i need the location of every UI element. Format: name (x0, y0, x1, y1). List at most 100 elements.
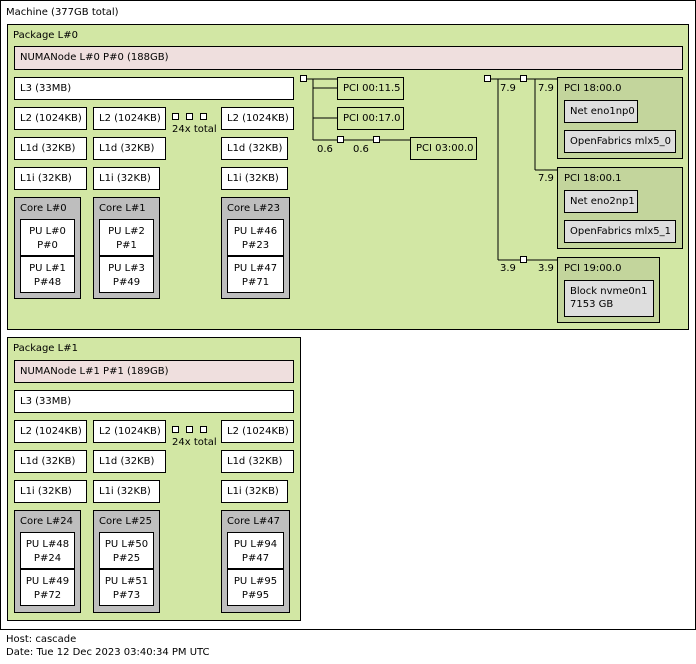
date-label: Date: Tue 12 Dec 2023 03:40:34 PM UTC (6, 647, 210, 658)
l2-cache (14, 107, 87, 130)
l1d-cache-label: L1d (32KB) (99, 143, 155, 154)
core-label: Core L#23 (227, 203, 280, 214)
pu-box (99, 532, 154, 569)
l1i-cache (93, 167, 160, 190)
pci-device-label: PCI 18:00.0 (564, 83, 622, 94)
openfabrics-device (564, 130, 676, 153)
network-device (564, 100, 638, 123)
pci-bridge-icon (520, 256, 527, 263)
pu-box (20, 532, 75, 569)
pci-device (337, 77, 404, 100)
host-bridge-icon (484, 75, 491, 82)
host-bridge-icon (300, 75, 307, 82)
l1d-cache (14, 137, 87, 160)
pu-box (20, 569, 75, 606)
link-speed-label: 3.9 (500, 263, 516, 274)
pu-box (227, 219, 284, 256)
pu-box (99, 569, 154, 606)
l1i-cache (221, 480, 288, 503)
machine-title: Machine (377GB total) (6, 7, 119, 18)
total-count: 24x total (172, 124, 217, 135)
link-speed-label: 0.6 (353, 144, 369, 155)
total-count: 24x total (172, 437, 217, 448)
link-speed-label: 7.9 (500, 83, 516, 94)
pci-device-label: PCI 00:17.0 (343, 113, 401, 124)
collapsed-indicator (200, 113, 207, 120)
pu-label: PU L#3 (108, 263, 145, 274)
pu-os-index: P#73 (112, 590, 141, 601)
l1i-cache (93, 480, 160, 503)
l1d-cache-label: L1d (32KB) (227, 143, 283, 154)
openfabrics-device (564, 220, 676, 243)
package-0-title: Package L#0 (13, 30, 78, 41)
pci-device (410, 137, 477, 160)
l1d-cache-label: L1d (32KB) (20, 143, 76, 154)
numa-node-0-label: NUMANode L#0 P#0 (188GB) (20, 52, 169, 63)
l1d-cache (93, 450, 166, 473)
openfabrics-device-label: OpenFabrics mlx5_1 (570, 226, 671, 237)
l3-cache-1 (14, 390, 294, 413)
pu-label: PU L#1 (29, 263, 66, 274)
pu-os-index: P#1 (116, 240, 137, 251)
l1i-cache-label: L1i (32KB) (227, 173, 279, 184)
pu-label: PU L#49 (25, 576, 70, 587)
l2-cache-label: L2 (1024KB) (99, 426, 161, 437)
l1i-cache (14, 480, 87, 503)
l1i-cache-label: L1i (32KB) (20, 486, 72, 497)
host-label: Host: cascade (6, 634, 77, 645)
l2-cache (221, 107, 294, 130)
numa-node-0 (14, 46, 683, 70)
l1i-cache-label: L1i (32KB) (99, 173, 151, 184)
pu-label: PU L#0 (29, 226, 66, 237)
l1d-cache (221, 137, 288, 160)
core-label: Core L#24 (20, 516, 73, 527)
openfabrics-device-label: OpenFabrics mlx5_0 (570, 136, 671, 147)
pu-os-index: P#47 (241, 553, 270, 564)
collapsed-indicator (200, 426, 207, 433)
pci-bridge-icon (520, 75, 527, 82)
l3-cache-0 (14, 77, 294, 100)
pu-os-index: P#48 (33, 277, 62, 288)
block-device-size: 7153 GB (570, 299, 614, 310)
pu-box (227, 256, 284, 293)
l3-cache-1-label: L3 (33MB) (20, 396, 72, 407)
core-label: Core L#0 (20, 203, 67, 214)
pu-os-index: P#72 (33, 590, 62, 601)
l1d-cache (14, 450, 87, 473)
pci-device (337, 107, 404, 130)
l2-cache-label: L2 (1024KB) (20, 113, 82, 124)
l1i-cache (14, 167, 87, 190)
l1i-cache (221, 167, 288, 190)
collapsed-indicator (172, 426, 179, 433)
core-label: Core L#25 (99, 516, 152, 527)
pu-box (227, 569, 284, 606)
collapsed-indicator (186, 113, 193, 120)
link-speed-label: 7.9 (538, 173, 554, 184)
pu-label: PU L#95 (233, 576, 278, 587)
pci-device-label: PCI 19:00.0 (564, 263, 622, 274)
l1d-cache (221, 450, 294, 473)
l2-cache-label: L2 (1024KB) (227, 426, 289, 437)
pu-os-index: P#95 (241, 590, 270, 601)
l1d-cache-label: L1d (32KB) (99, 456, 155, 467)
pci-device-label: PCI 18:00.1 (564, 173, 622, 184)
l2-cache (93, 420, 166, 443)
numa-node-1 (14, 360, 294, 383)
pu-box (20, 256, 75, 293)
l1i-cache-label: L1i (32KB) (227, 486, 279, 497)
pu-label: PU L#94 (233, 539, 278, 550)
pu-label: PU L#46 (233, 226, 278, 237)
l2-cache (93, 107, 166, 130)
l2-cache (14, 420, 87, 443)
pu-os-index: P#71 (241, 277, 270, 288)
l2-cache-label: L2 (1024KB) (99, 113, 161, 124)
l1d-cache (93, 137, 166, 160)
core-label: Core L#47 (227, 516, 280, 527)
collapsed-indicator (186, 426, 193, 433)
link-speed-label: 0.6 (317, 144, 333, 155)
pu-box (99, 256, 154, 293)
pu-label: PU L#48 (25, 539, 70, 550)
l2-cache-label: L2 (1024KB) (227, 113, 289, 124)
pu-os-index: P#24 (33, 553, 62, 564)
pci-device-label: PCI 03:00.0 (416, 143, 474, 154)
